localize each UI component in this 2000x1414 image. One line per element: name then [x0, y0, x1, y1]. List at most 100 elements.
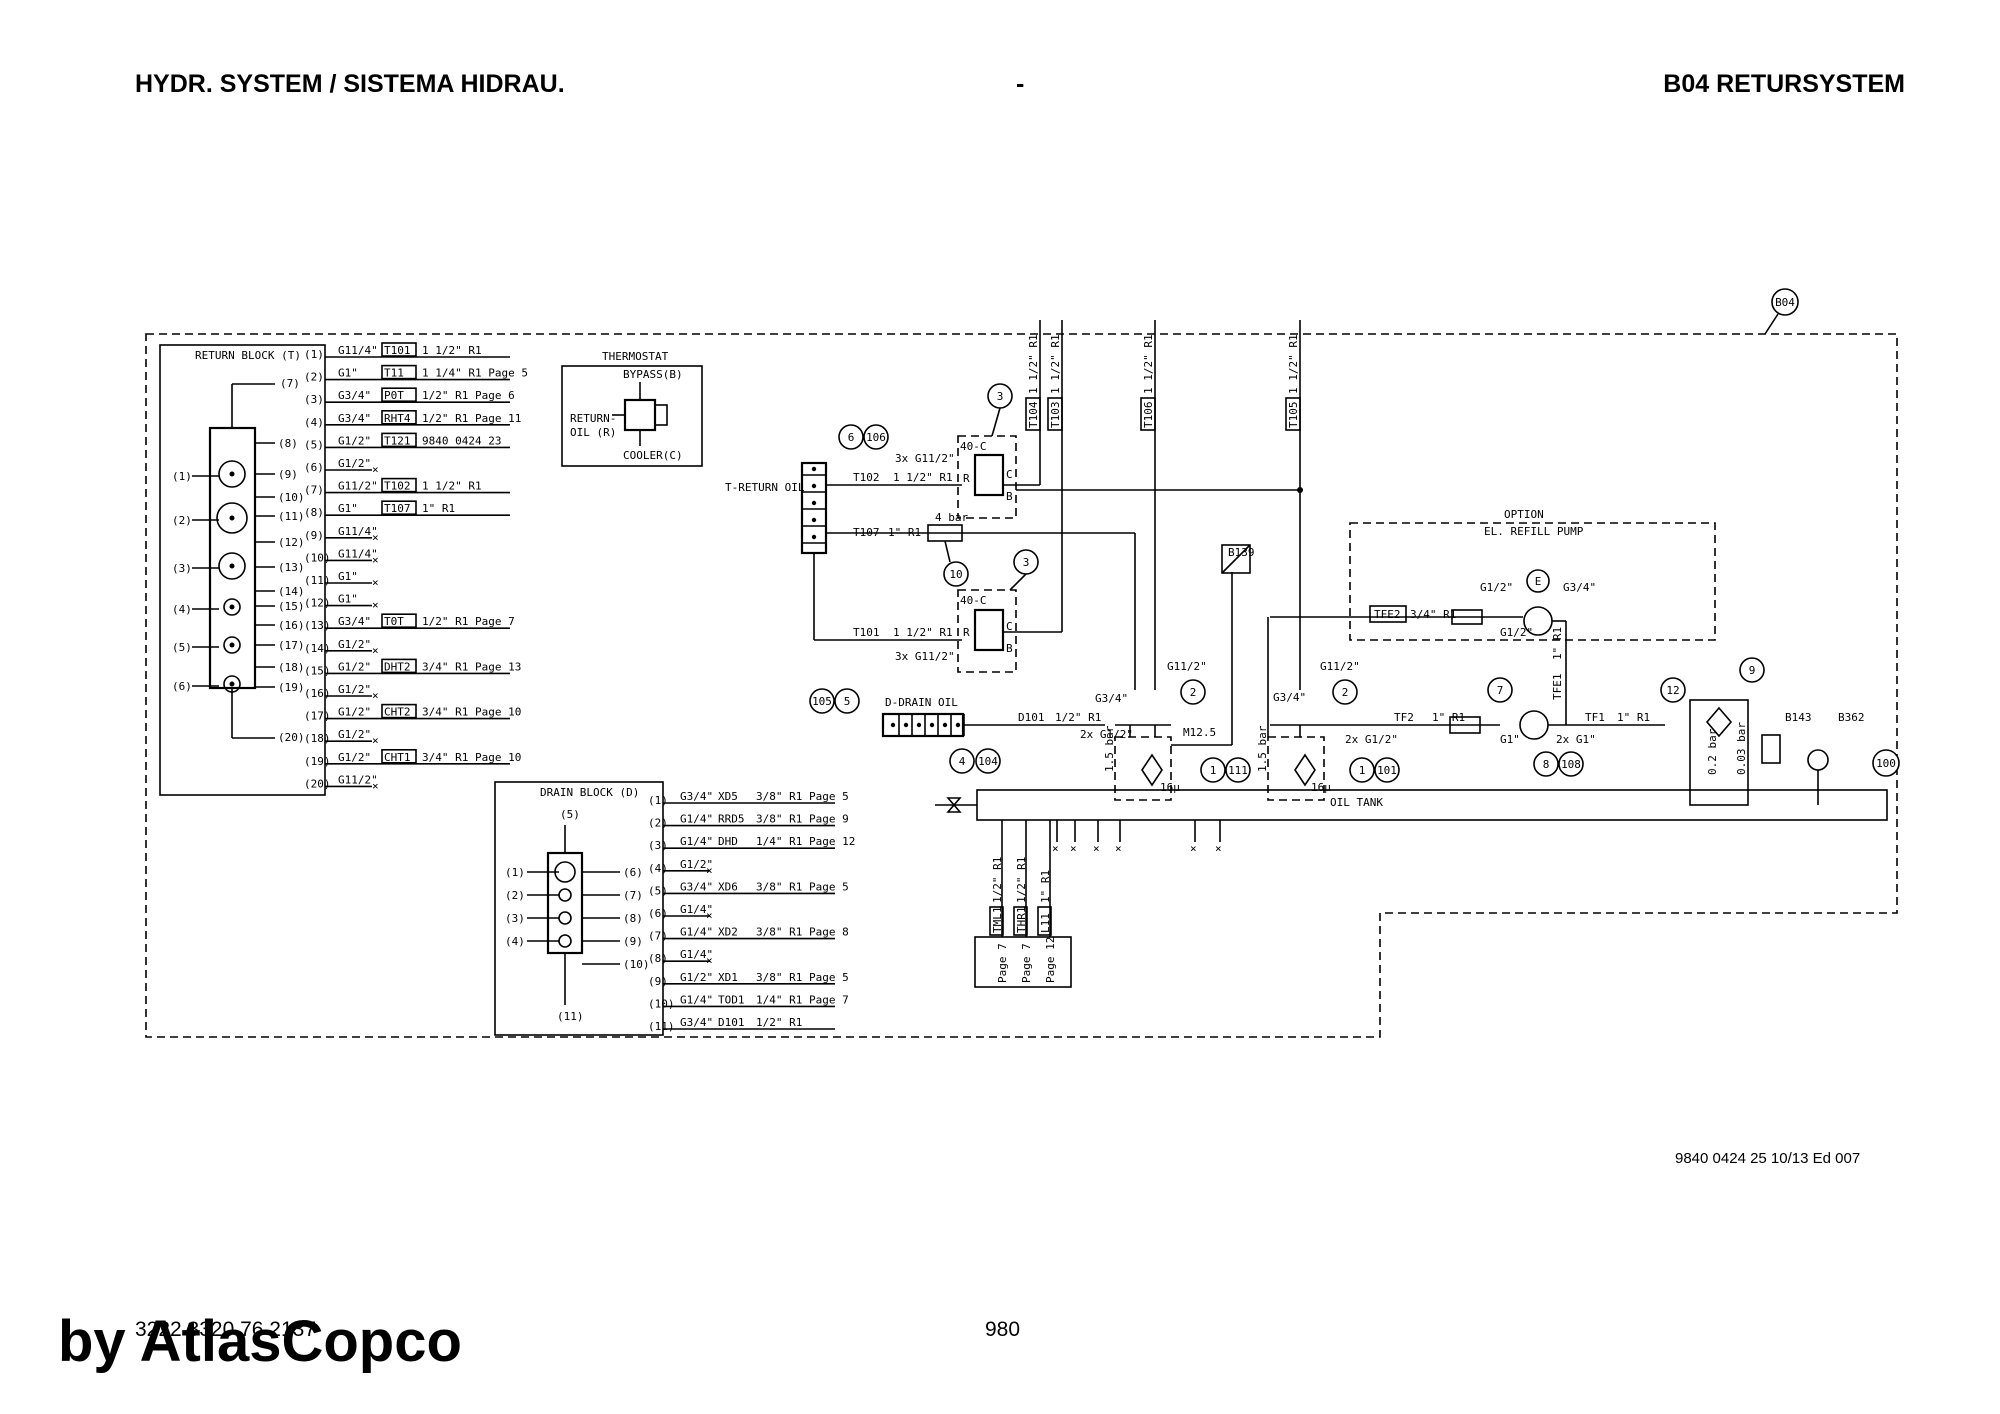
rb-row-desc: 3/4" R1 Page 13	[422, 660, 521, 673]
hose-tf2-desc: 1" R1	[1432, 711, 1465, 724]
rb-right-port: (14)	[278, 585, 305, 598]
hose-t102-desc: 1 1/2" R1	[893, 471, 953, 484]
db-row-thread: G1/4"	[680, 813, 713, 826]
bubble-3-lower: 3	[1023, 556, 1030, 569]
rb-right-port: (11)	[278, 510, 305, 523]
bubble-104: 104	[978, 755, 998, 768]
db-row-tag: RRD5	[718, 813, 745, 826]
db-row-port: (5)	[648, 884, 668, 897]
db-row-desc: 1/4" R1 Page 12	[756, 835, 855, 848]
tank-drop-plug: ×	[1215, 842, 1222, 855]
valve-setting-upper: 40-C	[960, 440, 987, 453]
rb-row-port: (4)	[304, 416, 324, 429]
t-return-oil-label: T-RETURN OIL	[725, 481, 805, 494]
bubble-3-upper: 3	[997, 390, 1004, 403]
rb-row-plug: ×	[372, 689, 379, 702]
svg-text:R: R	[963, 472, 970, 485]
bubble-9: 9	[1749, 664, 1756, 677]
db-row-thread: G3/4"	[680, 1016, 713, 1029]
db-right-port: (8)	[623, 912, 643, 925]
document-number: 3222 3320 76 2137	[135, 1318, 317, 1341]
rb-port-dot	[229, 681, 235, 687]
bubble-10: 10	[949, 568, 962, 581]
thermostat-title: THERMOSTAT	[602, 350, 669, 363]
rb-left-port: (5)	[172, 641, 192, 654]
rb-row-plug: ×	[372, 553, 379, 566]
db-right-port: (6)	[623, 866, 643, 879]
drain-port	[942, 722, 948, 728]
rb-row-thread: G3/4"	[338, 389, 371, 402]
hose-tfe2-desc: 3/4" R1	[1410, 608, 1456, 621]
tank-line-page: Page 12	[1044, 937, 1057, 983]
db-row-tag: XD1	[718, 971, 738, 984]
rb-row-thread: G3/4"	[338, 615, 371, 628]
db-row-port: (11)	[648, 1020, 675, 1033]
rb-right-port: (8)	[278, 437, 298, 450]
bubble-105: 105	[812, 695, 832, 708]
rb-right-port: (10)	[278, 491, 305, 504]
bubble-6: 6	[848, 431, 855, 444]
rb-row-thread: G1/2"	[338, 638, 371, 651]
rb-row-thread: G1/2"	[338, 706, 371, 719]
drain-port	[890, 722, 896, 728]
rb-row-desc: 1 1/2" R1	[422, 344, 482, 357]
hose-2x-b: 2x G1/2"	[1345, 733, 1398, 746]
rb-row-port: (19)	[304, 755, 331, 768]
db-row-thread: G1/2"	[680, 971, 713, 984]
hose-tfe1: TFE1	[1551, 674, 1564, 701]
thermostat-oil-r: OIL (R)	[570, 426, 616, 439]
db-row-desc: 3/8" R1 Page 5	[756, 790, 849, 803]
document-reference: 9840 0424 25 10/13 Ed 007	[1675, 1150, 1861, 1167]
valve-setting-lower: 40-C	[960, 594, 987, 607]
option-label: OPTION	[1504, 508, 1544, 521]
svg-text:B: B	[1006, 490, 1013, 503]
rb-port-dot	[229, 471, 235, 477]
rb-row-thread: G11/4"	[338, 344, 378, 357]
rb-row-tag-box	[381, 387, 417, 403]
rb-port-dot	[229, 604, 235, 610]
vertical-line-tag: T103	[1049, 402, 1062, 429]
tank-line-tag: THR1	[1015, 907, 1028, 934]
db-right-port: (9)	[623, 935, 643, 948]
drain-port	[903, 722, 909, 728]
rb-row-plug: ×	[372, 779, 379, 792]
rb-row-plug: ×	[372, 576, 379, 589]
bubble-108: 108	[1561, 758, 1581, 771]
sensor-b139: B139	[1221, 544, 1255, 574]
bubble-106: 106	[866, 431, 886, 444]
hose-tf1: TF1	[1585, 711, 1605, 724]
vertical-line-desc: 1 1/2" R1	[1049, 334, 1062, 394]
rb-row-tag-box	[381, 500, 417, 516]
bubble-8: 8	[1543, 758, 1550, 771]
rb-left-port: (2)	[172, 514, 192, 527]
vertical-line-tag-box	[1047, 397, 1063, 431]
rb-row-port: (3)	[304, 393, 324, 406]
rb-port-dot	[229, 642, 235, 648]
oil-tank-label: OIL TANK	[1330, 796, 1383, 809]
rb-row-plug: ×	[372, 531, 379, 544]
bubble-4: 4	[959, 755, 966, 768]
brand-watermark: by AtlasCopco	[58, 1309, 462, 1374]
rb-row-tag-box	[381, 364, 417, 380]
breather-b: 0.03 bar	[1735, 722, 1748, 775]
bubble-100: 100	[1876, 757, 1896, 770]
bubble-2-a: 2	[1190, 686, 1197, 699]
filter-bypass-b: 1.5 bar	[1256, 725, 1269, 772]
tank-line-desc: 1" R1	[1039, 870, 1052, 903]
db-row-desc: 1/4" R1 Page 7	[756, 993, 849, 1006]
tank-line-tag-box	[989, 906, 1004, 936]
sensor-b143: B143	[1785, 711, 1812, 724]
bubble-2-b: 2	[1342, 686, 1349, 699]
sensor-b362: B362	[1838, 711, 1865, 724]
vertical-line-tag: T104	[1027, 401, 1040, 428]
drain-port	[916, 722, 922, 728]
tank-line-desc: 1/2" R1	[991, 857, 1004, 903]
db-row-port: (6)	[648, 907, 668, 920]
hose-tfe1-desc: 1" R1	[1551, 627, 1564, 660]
rb-right-port: (12)	[278, 536, 305, 549]
tank-drop-plug: ×	[1115, 842, 1122, 855]
